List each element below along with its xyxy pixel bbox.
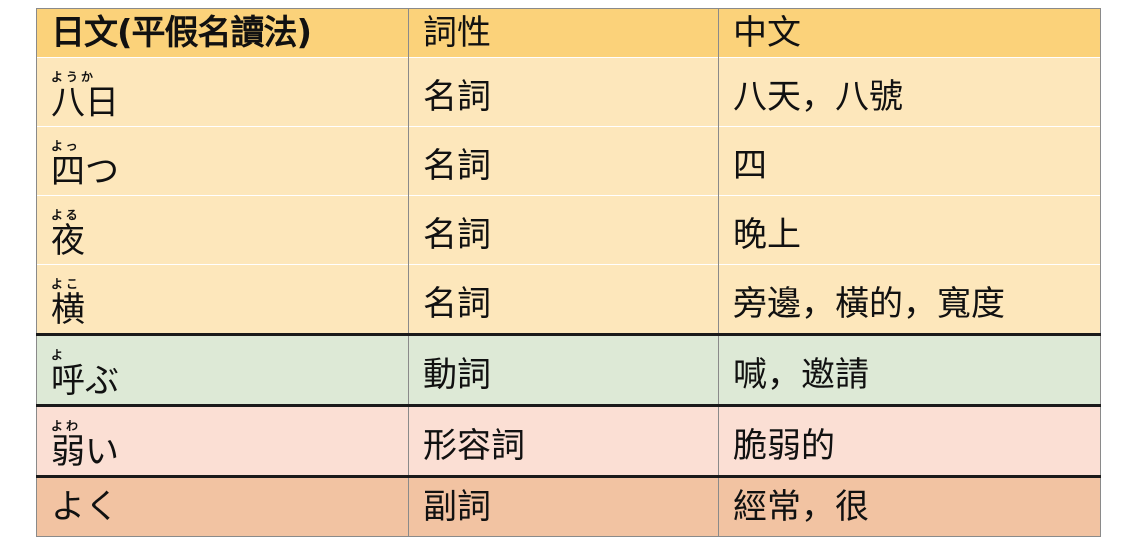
word-with-furigana: よっ 四つ — [51, 140, 119, 191]
furigana: よこ — [51, 277, 82, 291]
japanese-word: 呼ぶ — [51, 361, 119, 401]
furigana: よわ — [51, 419, 82, 433]
japanese-word: 弱い — [51, 432, 119, 472]
header-chinese: 中文 — [718, 8, 1101, 58]
chinese-meaning-cell: 喊，邀請 — [718, 333, 1101, 406]
table-row: よる 夜 名詞 晚上 — [36, 195, 1101, 265]
part-of-speech-cell: 名詞 — [408, 126, 719, 196]
part-of-speech-cell: 副詞 — [408, 475, 719, 537]
furigana: よ — [51, 348, 67, 362]
part-of-speech-cell: 名詞 — [408, 264, 719, 335]
header-japanese: 日文(平假名讀法) — [36, 8, 409, 58]
word-with-furigana: ようか 八日 — [51, 71, 119, 122]
table-row: よく 副詞 經常，很 — [36, 475, 1101, 537]
japanese-word: 横 — [51, 290, 85, 330]
furigana: よる — [51, 208, 81, 222]
header-part-of-speech: 詞性 — [408, 8, 719, 58]
part-of-speech-cell: 動詞 — [408, 333, 719, 406]
table-row: よこ 横 名詞 旁邊，橫的，寬度 — [36, 264, 1101, 335]
japanese-cell: よ 呼ぶ — [36, 333, 409, 406]
header-row: 日文(平假名讀法) 詞性 中文 — [36, 8, 1101, 58]
japanese-cell: よっ 四つ — [36, 126, 409, 196]
japanese-word: 四つ — [51, 152, 119, 192]
word-with-furigana: よわ 弱い — [51, 420, 119, 471]
word-with-furigana: よ 呼ぶ — [51, 349, 119, 400]
table-row: よっ 四つ 名詞 四 — [36, 126, 1101, 196]
table-row: よわ 弱い 形容詞 脆弱的 — [36, 404, 1101, 477]
furigana: よっ — [51, 139, 81, 153]
japanese-cell: ようか 八日 — [36, 57, 409, 127]
table-row: ようか 八日 名詞 八天，八號 — [36, 57, 1101, 127]
table-row: よ 呼ぶ 動詞 喊，邀請 — [36, 333, 1101, 406]
japanese-word: 八日 — [51, 83, 119, 123]
japanese-cell: よこ 横 — [36, 264, 409, 335]
vocabulary-table: 日文(平假名讀法) 詞性 中文 ようか 八日 名詞 八天，八號 よっ 四つ 名詞 — [36, 8, 1101, 537]
japanese-cell: よわ 弱い — [36, 404, 409, 477]
part-of-speech-cell: 形容詞 — [408, 404, 719, 477]
chinese-meaning-cell: 旁邊，橫的，寬度 — [718, 264, 1101, 335]
japanese-cell: よく — [36, 475, 409, 537]
part-of-speech-cell: 名詞 — [408, 195, 719, 265]
chinese-meaning-cell: 八天，八號 — [718, 57, 1101, 127]
part-of-speech-cell: 名詞 — [408, 57, 719, 127]
chinese-meaning-cell: 經常，很 — [718, 475, 1101, 537]
word-with-furigana: よる 夜 — [51, 209, 85, 260]
japanese-cell: よる 夜 — [36, 195, 409, 265]
chinese-meaning-cell: 晚上 — [718, 195, 1101, 265]
chinese-meaning-cell: 脆弱的 — [718, 404, 1101, 477]
word-with-furigana: よこ 横 — [51, 278, 85, 329]
furigana: ようか — [51, 70, 97, 84]
chinese-meaning-cell: 四 — [718, 126, 1101, 196]
japanese-word: 夜 — [51, 221, 85, 261]
